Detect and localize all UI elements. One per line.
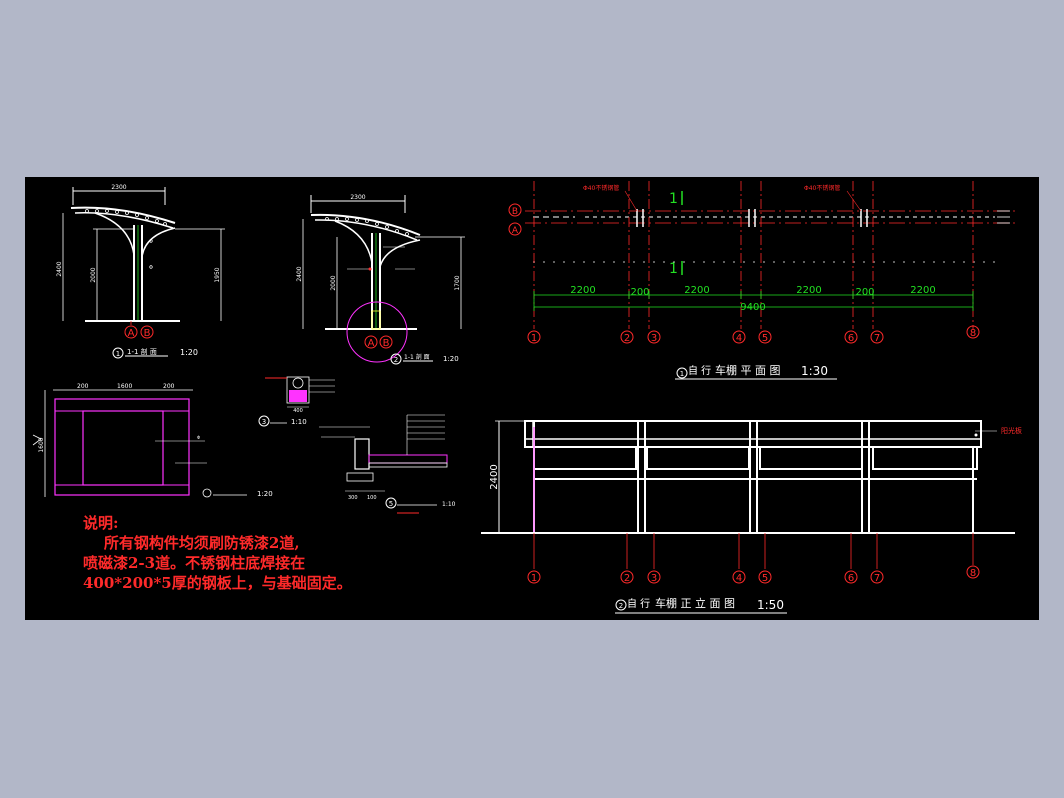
detail3-num: 3 xyxy=(262,418,266,426)
section-1-1-middle: 2300 2400 2000 1700 A B 2 xyxy=(296,194,465,365)
section11-axis-b: B xyxy=(144,328,151,339)
plan-axis-2: 2 xyxy=(624,333,630,344)
cad-drawing-sheet: 2300 2400 2000 1950 Φ Φ A xyxy=(25,177,1039,620)
section11-dim-left: 2400 xyxy=(56,261,63,276)
plan-cut-mark-bottom: 1 xyxy=(669,261,678,277)
base-dim-side: 1600 xyxy=(38,437,45,452)
elevation-axis-3: 3 xyxy=(651,573,657,584)
plan-dim-c: 2200 xyxy=(684,285,709,296)
section22-dim-right: 1700 xyxy=(454,275,461,290)
plan-axis-a: A xyxy=(512,226,519,236)
section22-axis-a: A xyxy=(368,338,375,349)
elevation-axis-6: 6 xyxy=(848,573,854,584)
detail3-dim: 400 xyxy=(293,408,303,414)
elevation-axis-bubbles: 1 2 3 4 5 6 7 8 xyxy=(527,565,980,584)
plan-title-prefix: 自 行 xyxy=(688,364,711,377)
section22-dim-left: 2400 xyxy=(296,266,303,281)
detail3-scale: 1:10 xyxy=(291,418,307,426)
notes-line-3: 400*200*5厚的钢板上，与基础固定。 xyxy=(83,574,352,592)
detail5-scale: 1:10 xyxy=(442,501,456,508)
detail5-dim-b: 100 xyxy=(367,495,377,501)
section11-scale: 1:20 xyxy=(180,348,198,357)
plan-axis-4: 4 xyxy=(736,333,742,344)
plan-steel-pipe-left: Φ40不锈钢管 xyxy=(583,184,619,192)
detail-5: 300 100 5 1:10 xyxy=(319,414,456,514)
canopy-plan: B A Φ40不锈钢管 Φ40不锈钢管 1 1 xyxy=(508,181,1015,380)
notes-line-1: 所有钢构件均须刷防锈漆2道, xyxy=(83,534,300,552)
elevation-title-main: 车棚 正 立 面 图 xyxy=(655,596,735,610)
canopy-elevation: 阳光板 2400 xyxy=(481,420,1022,614)
elevation-axis-7: 7 xyxy=(874,573,880,584)
plan-scale: 1:30 xyxy=(801,364,828,378)
svg-text:1: 1 xyxy=(116,350,120,358)
section11-axis-a: A xyxy=(128,328,135,339)
elevation-axis-8: 8 xyxy=(970,568,976,579)
plan-axis-5: 5 xyxy=(762,333,768,344)
base-scale: 1:20 xyxy=(257,490,273,498)
plan-dim-total: 9400 xyxy=(740,302,765,313)
plan-steel-pipe-right: Φ40不锈钢管 xyxy=(804,184,840,192)
base-plate-plan: 200 1600 200 1600 Φ 1:20 xyxy=(32,383,273,498)
plan-dim-e: 200 xyxy=(855,287,874,298)
plan-dim-b: 200 xyxy=(630,287,649,298)
elevation-panel-label: 阳光板 xyxy=(1001,426,1022,435)
plan-axis-7: 7 xyxy=(874,333,880,344)
svg-text:Φ: Φ xyxy=(197,435,200,440)
svg-text:1: 1 xyxy=(680,370,684,378)
plan-dim-a: 2200 xyxy=(570,285,595,296)
plan-title-main: 车棚 平 面 图 xyxy=(715,363,781,377)
elevation-axis-1: 1 xyxy=(531,573,537,584)
plan-axis-b: B xyxy=(512,207,518,217)
plan-axis-6: 6 xyxy=(848,333,854,344)
svg-text:2: 2 xyxy=(619,602,623,610)
elevation-title-prefix: 自 行 xyxy=(627,597,650,610)
detail5-dim-a: 300 xyxy=(348,495,358,501)
plan-axis-1: 1 xyxy=(531,333,537,344)
section22-title: 1-1 剖 面 xyxy=(404,353,430,361)
elevation-axis-2: 2 xyxy=(624,573,630,584)
base-dim-c: 200 xyxy=(163,383,175,390)
section22-axis-b: B xyxy=(383,338,390,349)
section11-dim-inner: 2000 xyxy=(90,267,97,282)
elevation-axis-4: 4 xyxy=(736,573,742,584)
base-dim-a: 200 xyxy=(77,383,89,390)
plan-dim-f: 2200 xyxy=(910,285,935,296)
plan-axis-8: 8 xyxy=(970,328,976,339)
cad-canvas: 2300 2400 2000 1950 Φ Φ A xyxy=(32,181,1022,614)
svg-text:Φ: Φ xyxy=(149,239,153,245)
elevation-axis-5: 5 xyxy=(762,573,768,584)
plan-dim-d: 2200 xyxy=(796,285,821,296)
section22-scale: 1:20 xyxy=(443,355,459,363)
section22-dim-top: 2300 xyxy=(350,194,365,201)
notes-line-2: 喷磁漆2-3道。不锈钢柱底焊接在 xyxy=(83,554,306,572)
svg-text:2: 2 xyxy=(394,356,398,364)
section22-dim-inner: 2000 xyxy=(330,275,337,290)
detail5-num: 5 xyxy=(389,500,393,508)
elevation-scale: 1:50 xyxy=(757,598,784,612)
section11-dim-right: 1950 xyxy=(214,267,221,282)
plan-axis-bubbles: 1 2 3 4 5 6 7 8 xyxy=(527,325,980,344)
base-dim-b: 1600 xyxy=(117,383,132,390)
elevation-height: 2400 xyxy=(489,464,500,489)
detail-3: 400 3 1:10 xyxy=(258,376,335,427)
svg-text:Φ: Φ xyxy=(149,265,153,271)
plan-cut-mark-top: 1 xyxy=(669,191,678,207)
notes-heading: 说明: xyxy=(83,514,119,532)
design-notes: 说明: 所有钢构件均须刷防锈漆2道, 喷磁漆2-3道。不锈钢柱底焊接在 400*20… xyxy=(83,513,352,593)
section11-title: 1-1 剖 面 xyxy=(127,347,157,356)
section-1-1-left: 2300 2400 2000 1950 Φ Φ A xyxy=(56,184,225,359)
section11-dim-top: 2300 xyxy=(111,184,126,191)
plan-axis-3: 3 xyxy=(651,333,657,344)
